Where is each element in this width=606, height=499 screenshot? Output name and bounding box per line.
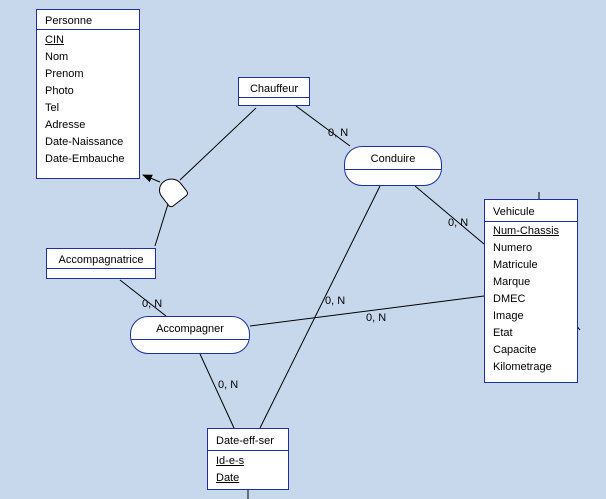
attribute-cin: CIN: [45, 34, 64, 46]
entity-personne[interactable]: Personne CIN Nom Prenom Photo Tel Adress…: [36, 9, 140, 179]
association-accompagner[interactable]: Accompagner: [130, 316, 250, 354]
entity-vehicule-attributes: Num-Chassis Numero Matricule Marque DMEC…: [485, 222, 577, 378]
cardinality-accompagnatrice-accompagner: 0, N: [142, 298, 163, 310]
association-conduire-title: Conduire: [345, 149, 441, 170]
entity-chauffeur-title: Chauffeur: [239, 78, 309, 98]
entity-date-eff-ser-attributes: Id-e-s Date: [208, 451, 288, 489]
attribute-prenom: Prenom: [45, 68, 84, 80]
attribute-tel: Tel: [45, 102, 60, 114]
entity-vehicule[interactable]: Vehicule Num-Chassis Numero Matricule Ma…: [484, 199, 578, 383]
link-accompagner-vehicule: [249, 295, 485, 327]
link-accompagnatrice-inheritance: [154, 203, 169, 247]
attribute-matricule: Matricule: [493, 259, 538, 271]
attribute-date-naissance: Date-Naissance: [45, 136, 124, 148]
attribute-etat: Etat: [493, 327, 513, 339]
link-conduire-vehicule: [414, 185, 485, 245]
entity-vehicule-title: Vehicule: [485, 200, 577, 222]
attribute-numero: Numero: [493, 242, 533, 254]
cardinality-vehicule-conduire: 0, N: [448, 217, 469, 229]
association-accompagner-title: Accompagner: [131, 319, 249, 340]
cardinality-date-conduire: 0, N: [325, 295, 346, 307]
entity-accompagnatrice[interactable]: Accompagnatrice: [46, 248, 156, 279]
entity-chauffeur[interactable]: Chauffeur: [238, 77, 310, 106]
attribute-id-e-s: Id-e-s: [216, 455, 245, 467]
attribute-nom: Nom: [45, 51, 69, 63]
link-accompagnatrice-accompagner: [119, 279, 167, 317]
attribute-date: Date: [216, 472, 240, 484]
attribute-image: Image: [493, 310, 524, 322]
cardinality-vehicule-accompagner: 0, N: [366, 312, 387, 324]
attribute-num-chassis: Num-Chassis: [493, 225, 560, 237]
link-chauffeur-inheritance: [179, 107, 257, 181]
attribute-adresse: Adresse: [45, 119, 86, 131]
link-accompagner-date: [199, 353, 235, 429]
entity-personne-title: Personne: [37, 10, 139, 30]
attribute-kilometrage: Kilometrage: [493, 361, 552, 373]
entity-date-eff-ser[interactable]: Date-eff-ser Id-e-s Date: [207, 428, 289, 490]
attribute-photo: Photo: [45, 85, 74, 97]
link-conduire-date: [259, 185, 381, 429]
link-chauffeur-conduire: [295, 105, 351, 147]
entity-personne-attributes: CIN Nom Prenom Photo Tel Adresse Date-Na…: [37, 30, 139, 170]
inheritance-arrow: [142, 174, 161, 183]
attribute-capacite: Capacite: [493, 344, 537, 356]
cardinality-chauffeur-conduire: 0, N: [328, 127, 349, 139]
entity-accompagnatrice-title: Accompagnatrice: [47, 249, 155, 269]
attribute-marque: Marque: [493, 276, 531, 288]
attribute-date-embauche: Date-Embauche: [45, 153, 125, 165]
entity-date-eff-ser-title: Date-eff-ser: [208, 429, 288, 451]
association-conduire[interactable]: Conduire: [344, 146, 442, 186]
cardinality-date-accompagner: 0, N: [218, 379, 239, 391]
attribute-dmec: DMEC: [493, 293, 526, 305]
